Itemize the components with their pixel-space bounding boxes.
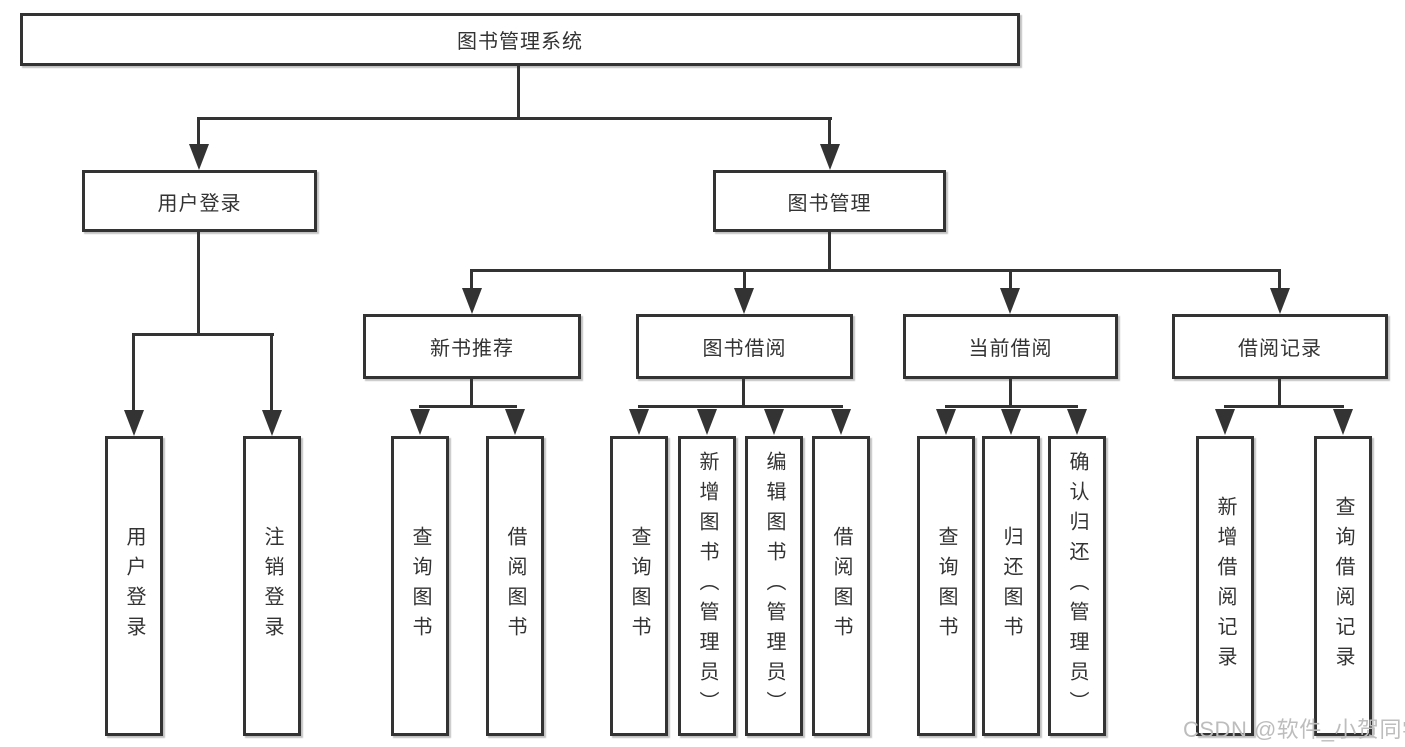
connector-line	[470, 379, 473, 408]
arrowhead-down	[1215, 409, 1235, 435]
leaf-user-login: 用户登录	[105, 436, 163, 736]
connector-line	[828, 120, 831, 146]
connector-line	[1009, 272, 1012, 288]
arrowhead-down	[462, 288, 482, 314]
arrowhead-down	[124, 410, 144, 436]
connector-line	[1224, 405, 1344, 408]
leaf-newbook-borrow-books: 借阅图书	[486, 436, 544, 736]
leaf-records-query-borrow-record: 查询借阅记录	[1314, 436, 1372, 736]
connector-line	[470, 272, 473, 288]
node-new-book-recommend: 新书推荐	[363, 314, 581, 379]
leaf-borrowing-add-books-admin: 新增图书（管理员）	[678, 436, 736, 736]
connector-line	[743, 272, 746, 288]
connector-line	[132, 333, 274, 336]
arrowhead-down	[1270, 288, 1290, 314]
connector-line	[742, 379, 745, 408]
arrowhead-down	[410, 409, 430, 435]
arrowhead-down	[734, 288, 754, 314]
watermark: CSDN @软件_小贺同学	[1183, 717, 1405, 742]
leaf-borrowing-query-books: 查询图书	[610, 436, 668, 736]
arrowhead-down	[936, 409, 956, 435]
node-borrow-records: 借阅记录	[1172, 314, 1388, 379]
arrowhead-down	[505, 409, 525, 435]
leaf-current-return-books: 归还图书	[982, 436, 1040, 736]
arrowhead-down	[1001, 409, 1021, 435]
arrowhead-down	[629, 409, 649, 435]
node-book-management: 图书管理	[713, 170, 946, 232]
connector-line	[638, 405, 843, 408]
arrowhead-down	[697, 409, 717, 435]
node-book-borrowing: 图书借阅	[636, 314, 853, 379]
connector-line	[1009, 379, 1012, 408]
leaf-records-add-borrow-record: 新增借阅记录	[1196, 436, 1254, 736]
arrowhead-down	[262, 410, 282, 436]
connector-line	[419, 405, 517, 408]
leaf-borrowing-borrow-books: 借阅图书	[812, 436, 870, 736]
connector-line	[1278, 379, 1281, 408]
arrowhead-down	[189, 144, 209, 170]
node-current-borrowing: 当前借阅	[903, 314, 1118, 379]
connector-line	[197, 120, 200, 146]
connector-line	[517, 66, 520, 120]
node-user-login: 用户登录	[82, 170, 317, 232]
arrowhead-down	[1067, 409, 1087, 435]
connector-line	[470, 269, 1281, 272]
connector-line	[132, 336, 135, 411]
connector-line	[197, 117, 832, 120]
arrowhead-down	[820, 144, 840, 170]
arrowhead-down	[764, 409, 784, 435]
arrowhead-down	[831, 409, 851, 435]
connector-line	[828, 232, 831, 272]
leaf-current-query-books: 查询图书	[917, 436, 975, 736]
leaf-logout-login: 注销登录	[243, 436, 301, 736]
leaf-borrowing-edit-books-admin: 编辑图书（管理员）	[745, 436, 803, 736]
connector-line	[270, 336, 273, 411]
leaf-current-confirm-return-admin: 确认归还（管理员）	[1048, 436, 1106, 736]
connector-line	[197, 232, 200, 336]
connector-line	[945, 405, 1078, 408]
arrowhead-down	[1333, 409, 1353, 435]
leaf-newbook-query-books: 查询图书	[391, 436, 449, 736]
arrowhead-down	[1000, 288, 1020, 314]
node-library-system: 图书管理系统	[20, 13, 1020, 66]
connector-line	[1278, 272, 1281, 288]
